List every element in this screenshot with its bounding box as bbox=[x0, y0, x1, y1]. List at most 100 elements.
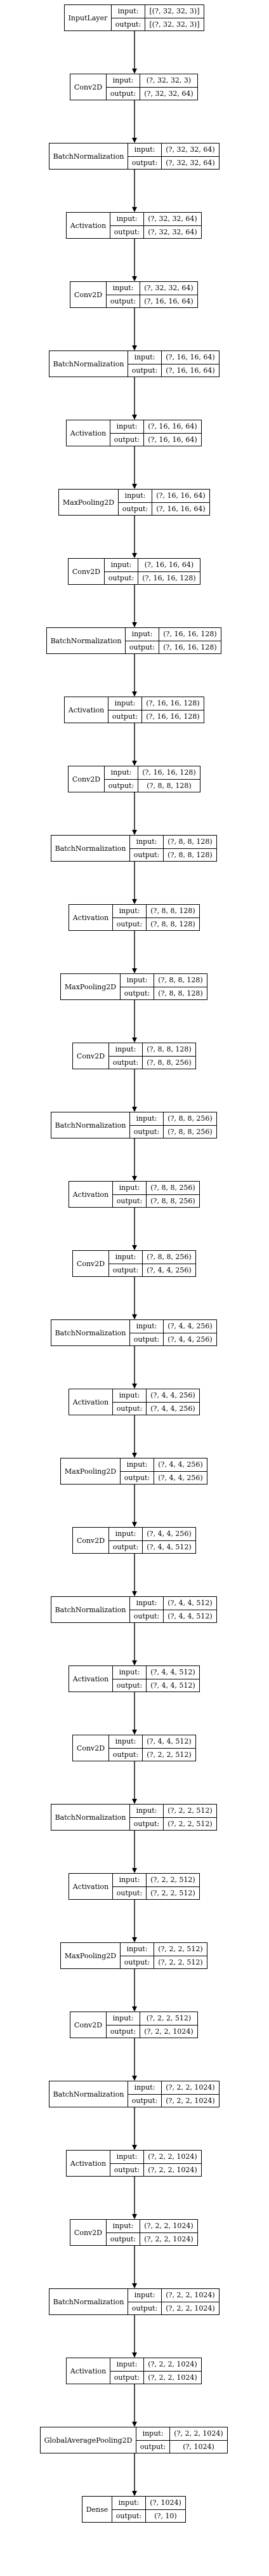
input-shape: (?, 8, 8, 128) bbox=[164, 836, 216, 849]
output-label: output: bbox=[114, 435, 140, 444]
output-shape: (?, 16, 16, 128) bbox=[163, 643, 217, 651]
input-shape: (?, 2, 2, 512) bbox=[164, 1805, 216, 1818]
layer-name: MaxPooling2D bbox=[61, 974, 121, 999]
io-label-column: input:output: bbox=[112, 5, 145, 30]
output-shape: (?, 32, 32, 64) bbox=[166, 158, 215, 167]
output-label: output: bbox=[116, 1404, 143, 1413]
shape-column: (?, 2, 2, 512)(?, 2, 2, 1024) bbox=[140, 2012, 197, 2038]
io-label-column: input:output: bbox=[136, 2427, 170, 2453]
input-shape: (?, 16, 16, 128) bbox=[159, 628, 221, 641]
layer-name: Conv2D bbox=[70, 282, 107, 307]
io-label-column: input:output: bbox=[126, 628, 159, 653]
output-shape: (?, 2, 2, 1024) bbox=[144, 2234, 194, 2243]
shape-column: (?, 8, 8, 128)(?, 8, 8, 128) bbox=[164, 836, 216, 861]
shape-column: (?, 32, 32, 64)(?, 32, 32, 64) bbox=[162, 143, 219, 169]
output-shape: (?, 16, 16, 128) bbox=[146, 712, 200, 721]
io-label-column: input:output: bbox=[130, 1805, 164, 1830]
output-shape: (?, 2, 2, 1024) bbox=[148, 2165, 197, 2174]
io-label-column: input:output: bbox=[107, 2012, 140, 2038]
input-shape: (?, 32, 32, 64) bbox=[144, 213, 201, 226]
shape-column: (?, 8, 8, 128)(?, 8, 8, 128) bbox=[147, 905, 199, 930]
output-label: output: bbox=[112, 1265, 139, 1274]
input-shape: (?, 2, 2, 1024) bbox=[162, 2081, 219, 2095]
shape-column: (?, 4, 4, 512)(?, 4, 4, 512) bbox=[164, 1597, 216, 1622]
output-shape: (?, 2, 2, 1024) bbox=[148, 2373, 197, 2382]
input-label: input: bbox=[121, 974, 154, 987]
layer-name: Activation bbox=[69, 1182, 113, 1207]
output-shape: (?, 32, 32, 64) bbox=[144, 89, 194, 98]
output-label: output: bbox=[131, 2096, 158, 2105]
output-shape: (?, 2, 2, 512) bbox=[150, 1888, 195, 1897]
output-shape: (?, 16, 16, 64) bbox=[156, 504, 206, 513]
output-label: output: bbox=[133, 1819, 160, 1828]
layer-name: MaxPooling2D bbox=[61, 1458, 121, 1484]
layer-name: Conv2D bbox=[70, 2012, 107, 2038]
output-shape: (?, 2, 2, 1024) bbox=[166, 2304, 215, 2312]
input-label: input: bbox=[136, 2427, 169, 2441]
io-label-column: input:output: bbox=[110, 2358, 144, 2384]
output-label: output: bbox=[108, 781, 134, 790]
input-label: input: bbox=[107, 2012, 140, 2025]
io-label-column: input:output: bbox=[109, 1251, 143, 1276]
output-label: output: bbox=[110, 297, 136, 305]
shape-column: (?, 4, 4, 512)(?, 4, 4, 512) bbox=[147, 1666, 199, 1692]
io-label-column: input:output: bbox=[113, 1389, 147, 1415]
input-label: input: bbox=[109, 1043, 142, 1057]
layer-name: Activation bbox=[69, 905, 113, 930]
output-shape: (?, 1024) bbox=[183, 2442, 214, 2451]
input-label: input: bbox=[110, 420, 143, 434]
input-label: input: bbox=[109, 1251, 142, 1264]
shape-column: (?, 16, 16, 64)(?, 16, 16, 64) bbox=[152, 490, 209, 515]
input-shape: (?, 4, 4, 512) bbox=[164, 1597, 216, 1610]
input-shape: (?, 16, 16, 64) bbox=[144, 420, 201, 434]
output-shape: (?, 2, 2, 512) bbox=[147, 1750, 192, 1759]
input-shape: (?, 4, 4, 256) bbox=[147, 1389, 199, 1403]
input-shape: (?, 8, 8, 128) bbox=[143, 1043, 195, 1057]
input-shape: (?, 2, 2, 512) bbox=[154, 1943, 207, 1956]
layer-name: Activation bbox=[65, 697, 108, 723]
shape-column: (?, 4, 4, 256)(?, 4, 4, 256) bbox=[154, 1458, 207, 1484]
layer-name: Activation bbox=[67, 213, 110, 238]
input-label: input: bbox=[128, 2081, 161, 2095]
input-label: input: bbox=[110, 2151, 143, 2164]
output-label: output: bbox=[133, 850, 160, 859]
output-shape: (?, 8, 8, 128) bbox=[147, 781, 192, 790]
shape-column: (?, 4, 4, 256)(?, 4, 4, 256) bbox=[147, 1389, 199, 1415]
input-shape: (?, 16, 16, 128) bbox=[142, 697, 204, 711]
input-shape: (?, 2, 2, 1024) bbox=[144, 2358, 201, 2372]
shape-column: (?, 32, 32, 64)(?, 16, 16, 64) bbox=[140, 282, 197, 307]
input-shape: (?, 16, 16, 128) bbox=[138, 766, 200, 780]
output-label: output: bbox=[116, 1196, 143, 1205]
io-label-column: input:output: bbox=[128, 2289, 162, 2314]
io-label-column: input:output: bbox=[112, 2497, 146, 2522]
output-label: output: bbox=[131, 2304, 158, 2312]
input-label: input: bbox=[105, 559, 138, 572]
io-label-column: input:output: bbox=[113, 1666, 147, 1692]
shape-column: (?, 2, 2, 1024)(?, 2, 2, 1024) bbox=[162, 2081, 219, 2107]
input-shape: (?, 4, 4, 256) bbox=[154, 1458, 207, 1472]
shape-column: (?, 1024)(?, 10) bbox=[146, 2497, 185, 2522]
input-shape: (?, 8, 8, 128) bbox=[154, 974, 207, 987]
output-shape: (?, 32, 32, 64) bbox=[148, 227, 197, 236]
input-label: input: bbox=[107, 282, 140, 295]
input-shape: (?, 4, 4, 512) bbox=[147, 1666, 199, 1679]
input-shape: (?, 8, 8, 128) bbox=[147, 905, 199, 918]
io-label-column: input:output: bbox=[128, 351, 162, 377]
io-label-column: input:output: bbox=[113, 905, 147, 930]
